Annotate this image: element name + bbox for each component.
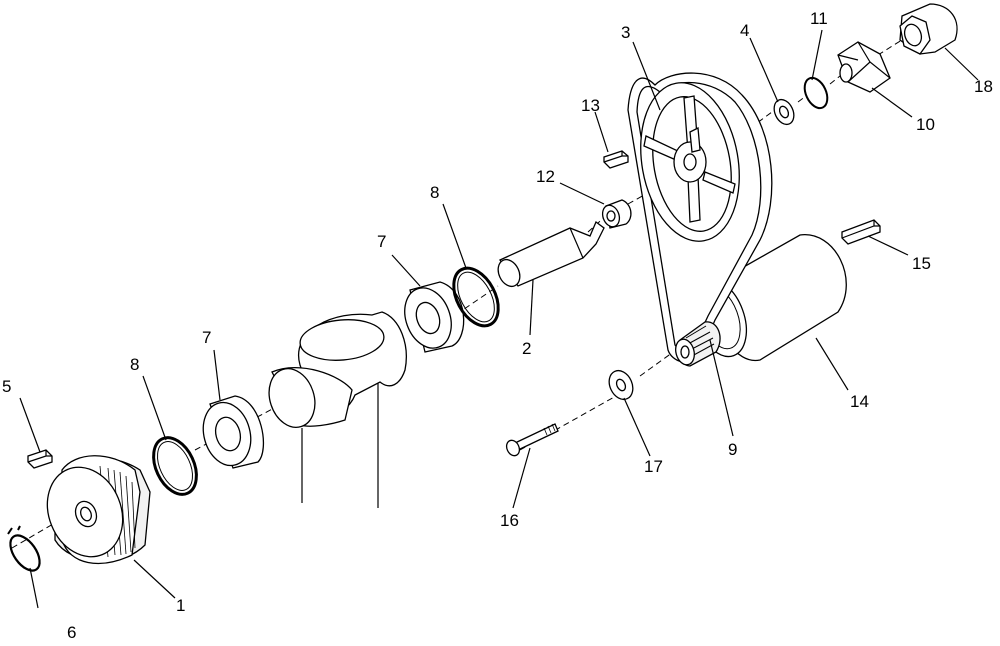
callout-13: 13 — [581, 96, 600, 115]
callout-16: 16 — [500, 511, 519, 530]
part-5-key — [27, 449, 53, 469]
motor-axis-line — [519, 349, 677, 451]
callout-17: 17 — [644, 457, 663, 476]
part-9-small-pulley — [675, 321, 721, 367]
callout-8-right: 8 — [430, 183, 439, 202]
callout-6: 6 — [67, 623, 76, 642]
part-17-washer — [608, 369, 634, 401]
callout-12: 12 — [536, 167, 555, 186]
part-7-bearing-left — [202, 395, 265, 469]
part-16-bolt — [505, 423, 559, 457]
part-6-snap-ring — [7, 525, 41, 572]
callout-10: 10 — [916, 115, 935, 134]
part-8-retaining-ring-right — [452, 266, 500, 328]
bolt-threads — [543, 423, 556, 436]
part-13-key — [603, 150, 629, 169]
callout-2: 2 — [522, 339, 531, 358]
callout-11: 11 — [810, 9, 828, 28]
housing-tube — [268, 311, 407, 508]
callout-5: 5 — [2, 377, 11, 396]
callout-3: 3 — [621, 23, 630, 42]
part-3-pulley-and-belt — [627, 72, 773, 363]
small-pulley-grooves — [685, 325, 715, 357]
part-18-acorn-nut — [899, 3, 958, 55]
part-2-shaft — [497, 220, 605, 288]
callout-7-left: 7 — [202, 328, 211, 347]
part-7-bearing-right — [404, 281, 465, 353]
callout-labels: 5 6 1 8 7 7 8 2 12 13 3 4 11 10 18 15 14… — [2, 9, 993, 642]
part-4-washer — [773, 98, 795, 126]
part-10-hex-nut — [837, 41, 891, 93]
callout-18: 18 — [974, 77, 993, 96]
part-1-bevel-gear — [46, 455, 151, 565]
leader-lines — [19, 29, 979, 609]
callout-8-left: 8 — [130, 355, 139, 374]
callout-4: 4 — [740, 21, 749, 40]
callout-7-right: 7 — [377, 232, 386, 251]
callout-1: 1 — [176, 596, 185, 615]
callout-14: 14 — [850, 392, 869, 411]
part-8-retaining-ring-left — [152, 436, 198, 496]
part-11-snap-ring — [803, 76, 829, 110]
part-12-spacer — [601, 199, 632, 229]
part-15-key — [841, 219, 881, 245]
callout-9: 9 — [728, 440, 737, 459]
callout-15: 15 — [912, 254, 931, 273]
